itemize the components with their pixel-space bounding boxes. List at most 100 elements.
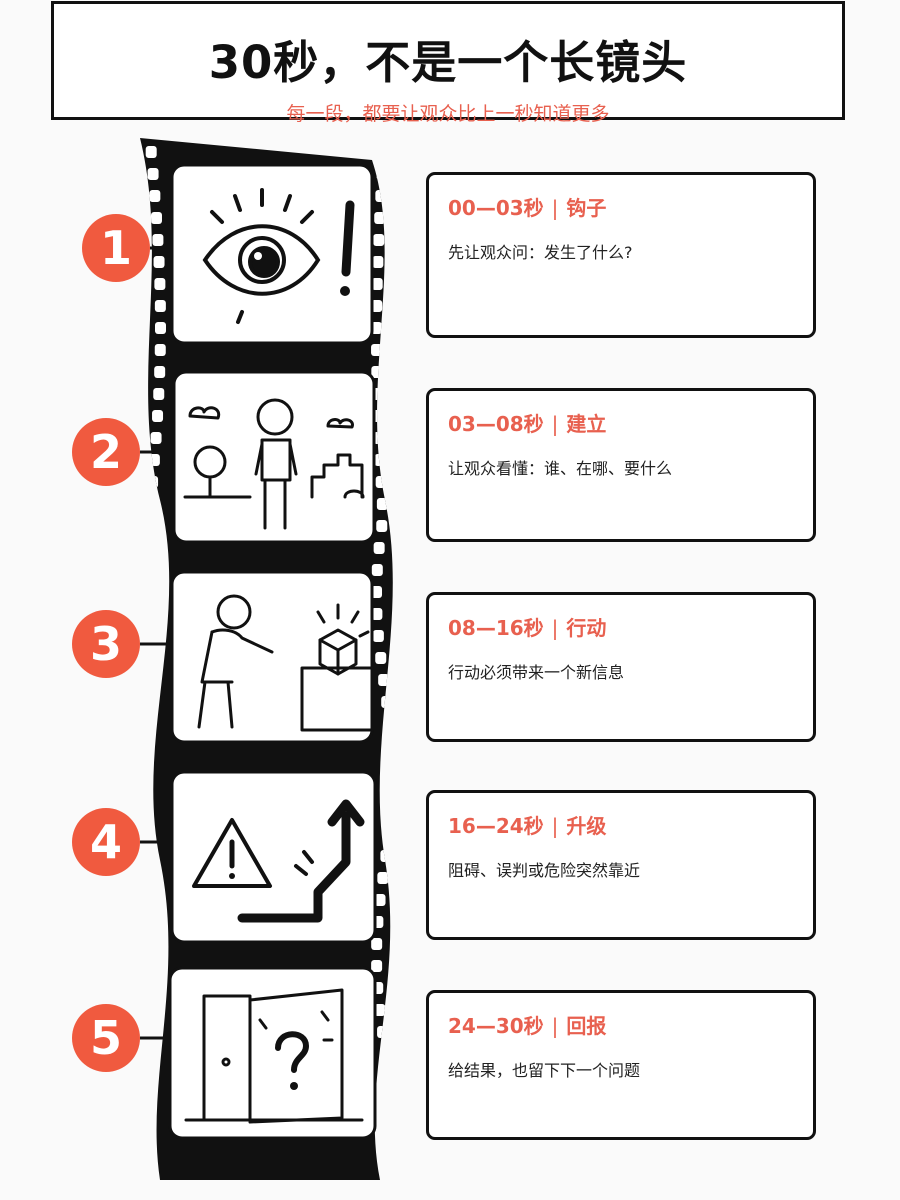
sprocket-hole: [150, 212, 162, 224]
sprocket-hole: [140, 784, 149, 796]
sprocket-hole: [143, 850, 155, 862]
sprocket-hole: [386, 762, 393, 774]
film-strip: [140, 138, 393, 1180]
step-heading: 00—03秒|钩子: [448, 192, 606, 221]
step-number-3: 3: [72, 610, 140, 678]
reaching-box-icon: [197, 594, 374, 732]
sprocket-hole: [145, 146, 157, 158]
step-time: 03—08秒: [448, 412, 544, 436]
step-heading: 24—30秒|回报: [448, 1010, 606, 1039]
sprocket-hole: [385, 1092, 393, 1104]
sprocket-hole: [147, 168, 159, 180]
step-card-4: 16—24秒 | 升级 阻碍、误判或危险突然靠近: [426, 790, 816, 940]
sprocket-hole: [152, 938, 164, 950]
sprocket-hole: [377, 146, 389, 158]
step-heading: 08—16秒|行动: [448, 612, 606, 641]
step-card-5: 24—30秒|回报 给结果，也留下下一个问题: [426, 990, 816, 1140]
sprocket-hole: [371, 564, 383, 576]
sprocket-hole: [141, 1070, 152, 1082]
sprocket-hole: [374, 454, 386, 466]
sprocket-hole: [371, 344, 383, 356]
page-subtitle: 每一段，都要让观众比上一秒知道更多: [286, 103, 610, 125]
sprocket-hole: [143, 1048, 155, 1060]
step-name: 建立: [566, 412, 607, 436]
step-name: 回报: [566, 1014, 607, 1038]
step-time: 16—24秒: [448, 814, 544, 838]
sprocket-hole: [140, 1114, 149, 1126]
sprocket-hole: [146, 872, 158, 884]
sprocket-hole: [150, 432, 162, 444]
step-name: 行动: [566, 616, 607, 640]
step-name: 升级: [566, 814, 607, 838]
sprocket-hole: [146, 1026, 158, 1038]
frame-4: [170, 770, 377, 944]
step-description: 阻碍、误判或危险突然靠近: [448, 861, 641, 880]
separator: |: [551, 1014, 559, 1038]
sprocket-hole: [377, 872, 389, 884]
step-card-1: 00—03秒|钩子 先让观众问：发生了什么?: [426, 172, 816, 338]
sprocket-hole: [145, 498, 157, 510]
step-description: 让观众看懂：谁、在哪、要什么: [448, 459, 673, 478]
sprocket-hole: [378, 674, 390, 686]
sprocket-hole: [140, 806, 150, 818]
sprocket-hole: [374, 212, 386, 224]
step-description: 先让观众问：发生了什么?: [448, 243, 633, 262]
sprocket-hole: [371, 586, 383, 598]
sprocket-hole: [152, 410, 164, 422]
sprocket-hole: [151, 982, 163, 994]
sprocket-hole: [151, 916, 163, 928]
step-number-5: 5: [72, 1004, 140, 1072]
sprocket-hole: [374, 1004, 386, 1016]
sprocket-hole: [371, 938, 383, 950]
sprocket-hole: [371, 300, 383, 312]
door-question-icon: [184, 988, 364, 1124]
sprocket-hole: [374, 894, 386, 906]
sprocket-hole: [151, 630, 163, 642]
page-title: 30秒，不是一个长镜头: [208, 36, 688, 89]
sprocket-hole: [371, 960, 383, 972]
sprocket-hole: [147, 520, 159, 532]
sprocket-hole: [154, 344, 166, 356]
sprocket-hole: [152, 564, 164, 576]
step-name: 钩子: [566, 196, 607, 220]
step-number-2: 2: [72, 418, 140, 486]
sprocket-hole: [153, 388, 165, 400]
sprocket-hole: [145, 674, 157, 686]
frame-5: [168, 966, 377, 1140]
sprocket-hole: [373, 542, 385, 554]
sprocket-hole: [383, 1070, 393, 1082]
sprocket-hole: [385, 740, 393, 752]
sprocket-hole: [381, 696, 393, 708]
sprocket-hole: [152, 586, 164, 598]
sprocket-hole: [147, 476, 159, 488]
step-description: 给结果，也留下下一个问题: [448, 1061, 641, 1080]
sprocket-hole: [372, 256, 384, 268]
sprocket-hole: [152, 234, 164, 246]
sprocket-hole: [375, 652, 387, 664]
sprocket-hole: [140, 1136, 149, 1148]
sprocket-hole: [152, 960, 164, 972]
sprocket-hole: [377, 1026, 389, 1038]
sprocket-hole: [380, 850, 392, 862]
sprocket-hole: [386, 1136, 393, 1148]
sprocket-hole: [380, 1048, 392, 1060]
sprocket-hole: [375, 190, 387, 202]
sprocket-hole: [142, 696, 154, 708]
eye-exclamation-icon: [202, 188, 355, 324]
sprocket-hole: [371, 322, 383, 334]
step-heading: 03—08秒|建立: [448, 408, 606, 437]
sprocket-hole: [376, 520, 388, 532]
sprocket-hole: [385, 806, 393, 818]
sprocket-hole: [148, 454, 160, 466]
step-card-2: 03—08秒|建立 让观众看懂：谁、在哪、要什么: [426, 388, 816, 542]
sprocket-hole: [373, 234, 385, 246]
sprocket-hole: [376, 498, 388, 510]
sprocket-hole: [371, 278, 383, 290]
sprocket-hole: [140, 1092, 150, 1104]
step-card-3: 08—16秒|行动 行动必须带来一个新信息: [426, 592, 816, 742]
separator: |: [551, 814, 559, 838]
frame-3: [170, 570, 374, 744]
sprocket-hole: [149, 1004, 161, 1016]
sprocket-hole: [154, 300, 166, 312]
step-time: 08—16秒: [448, 616, 544, 640]
